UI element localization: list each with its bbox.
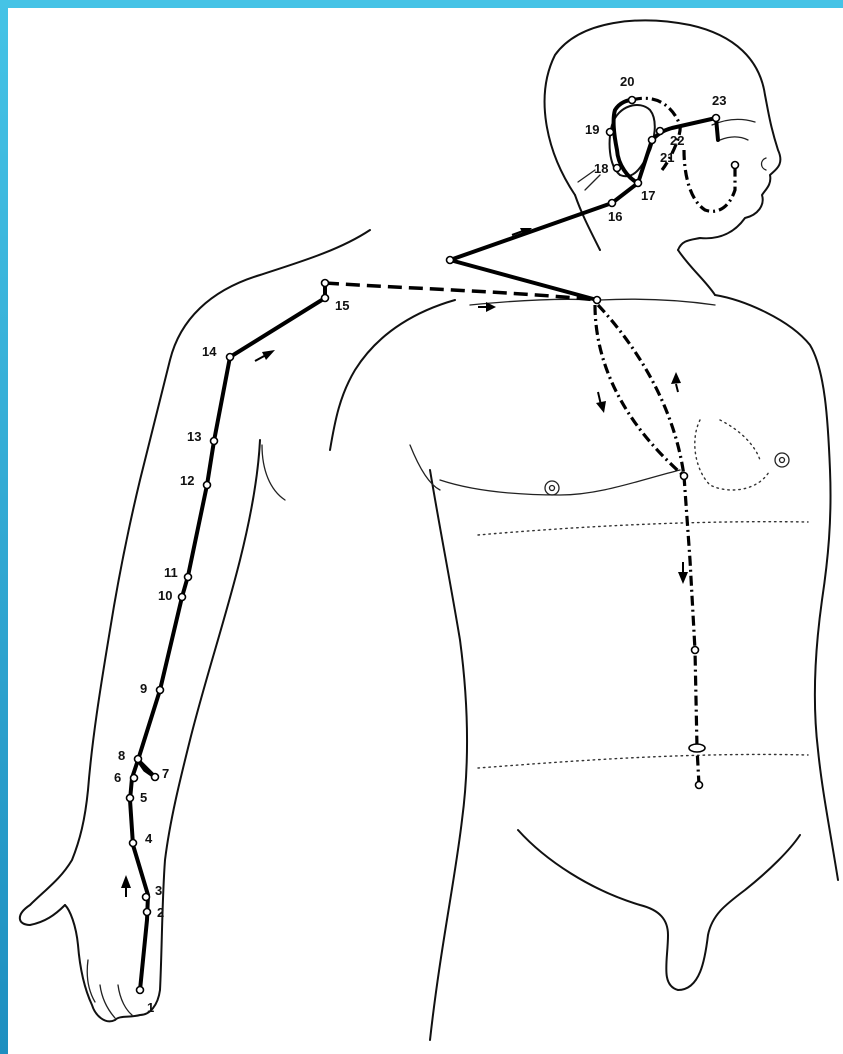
armpit-lines xyxy=(262,445,440,500)
acupoint-label-13: 13 xyxy=(187,429,201,444)
acupoint-label-17: 17 xyxy=(641,188,655,203)
lower-abdomen-outline xyxy=(518,830,800,990)
acupoint-label-6: 6 xyxy=(114,770,121,785)
abdomen-point-lower xyxy=(696,782,703,789)
acupoint-9 xyxy=(157,687,164,694)
chest-branch-curve xyxy=(595,305,684,476)
body-outline xyxy=(20,20,838,1040)
acupoint-17 xyxy=(635,180,642,187)
acupoint-22 xyxy=(657,128,664,135)
rib-dotted-line xyxy=(478,522,808,535)
pectoral-dotted xyxy=(695,420,770,490)
acupoint-label-5: 5 xyxy=(140,790,147,805)
navel-dotted-line xyxy=(478,754,808,768)
acupoint-label-15: 15 xyxy=(335,298,349,313)
acupoint-14 xyxy=(227,354,234,361)
abdomen-point-upper xyxy=(692,647,699,654)
acupoint-18 xyxy=(614,165,621,172)
acupoint-label-21: 21 xyxy=(660,150,674,165)
acupoint-label-20: 20 xyxy=(620,74,634,89)
right-torso-outline xyxy=(715,295,838,880)
acupoint-20 xyxy=(629,97,636,104)
chest-junction-point xyxy=(681,473,688,480)
navel-marker xyxy=(689,744,705,752)
left-nipple xyxy=(545,481,559,495)
left-nipple-center xyxy=(550,486,555,491)
meridian-lines xyxy=(130,98,735,990)
chest-contour xyxy=(440,470,680,495)
acupoint-label-4: 4 xyxy=(145,831,153,846)
acupoint-label-23: 23 xyxy=(712,93,726,108)
acupoint-23 xyxy=(713,115,720,122)
cheek-dashed-line xyxy=(684,150,735,211)
acupoint-15 xyxy=(322,295,329,302)
direction-arrows xyxy=(121,228,688,897)
acupoint-16 xyxy=(609,200,616,207)
left-shoulder-line xyxy=(330,300,455,450)
acupoint-label-22: 22 xyxy=(670,133,684,148)
acupoint-5 xyxy=(127,795,134,802)
neck-turn-point xyxy=(447,257,454,264)
face-meridian xyxy=(638,118,718,183)
acupoint-label-7: 7 xyxy=(162,766,169,781)
acupoint-label-12: 12 xyxy=(180,473,194,488)
nostril xyxy=(762,158,767,170)
acupoint-1 xyxy=(137,987,144,994)
acupoint-12 xyxy=(204,482,211,489)
acupoint-19 xyxy=(607,129,614,136)
right-nipple-center xyxy=(780,458,785,463)
acupoint-label-16: 16 xyxy=(608,209,622,224)
acupoint-label-3: 3 xyxy=(155,883,162,898)
eye xyxy=(720,137,748,140)
acupoint-2 xyxy=(144,909,151,916)
acupoint-10 xyxy=(179,594,186,601)
arrow-chest-up xyxy=(671,372,681,384)
left-arm-outer-outline xyxy=(20,230,370,925)
arrow-up-hand xyxy=(121,875,131,888)
acupoint-label-1: 1 xyxy=(147,1000,154,1015)
shoulder-upper-point xyxy=(322,280,329,287)
acupoint-4 xyxy=(130,840,137,847)
acupoint-7 xyxy=(152,774,159,781)
left-torso-outline xyxy=(430,470,467,1040)
acupoint-11 xyxy=(185,574,192,581)
nose-side-point xyxy=(732,162,739,169)
abdomen-markers xyxy=(322,162,739,789)
acupoint-8 xyxy=(135,756,142,763)
acupoint-13 xyxy=(211,438,218,445)
acupoint-label-11: 11 xyxy=(164,565,178,580)
clavicle-junction-point xyxy=(594,297,601,304)
shoulder-dashed-line xyxy=(325,283,597,300)
acupoint-label-9: 9 xyxy=(140,681,147,696)
acupoint-label-10: 10 xyxy=(158,588,172,603)
acupoint-label-19: 19 xyxy=(585,122,599,137)
acupoint-label-8: 8 xyxy=(118,748,125,763)
acupoint-21 xyxy=(649,137,656,144)
acupoint-label-14: 14 xyxy=(202,344,217,359)
acupoint-label-18: 18 xyxy=(594,161,608,176)
acupoint-label-2: 2 xyxy=(157,905,164,920)
right-nipple xyxy=(775,453,789,467)
acupoint-6 xyxy=(131,775,138,782)
chest-branch-straight xyxy=(598,305,684,476)
numbered-points: 1234567891011121314151617181920212223 xyxy=(114,74,726,1015)
acupoint-3 xyxy=(143,894,150,901)
